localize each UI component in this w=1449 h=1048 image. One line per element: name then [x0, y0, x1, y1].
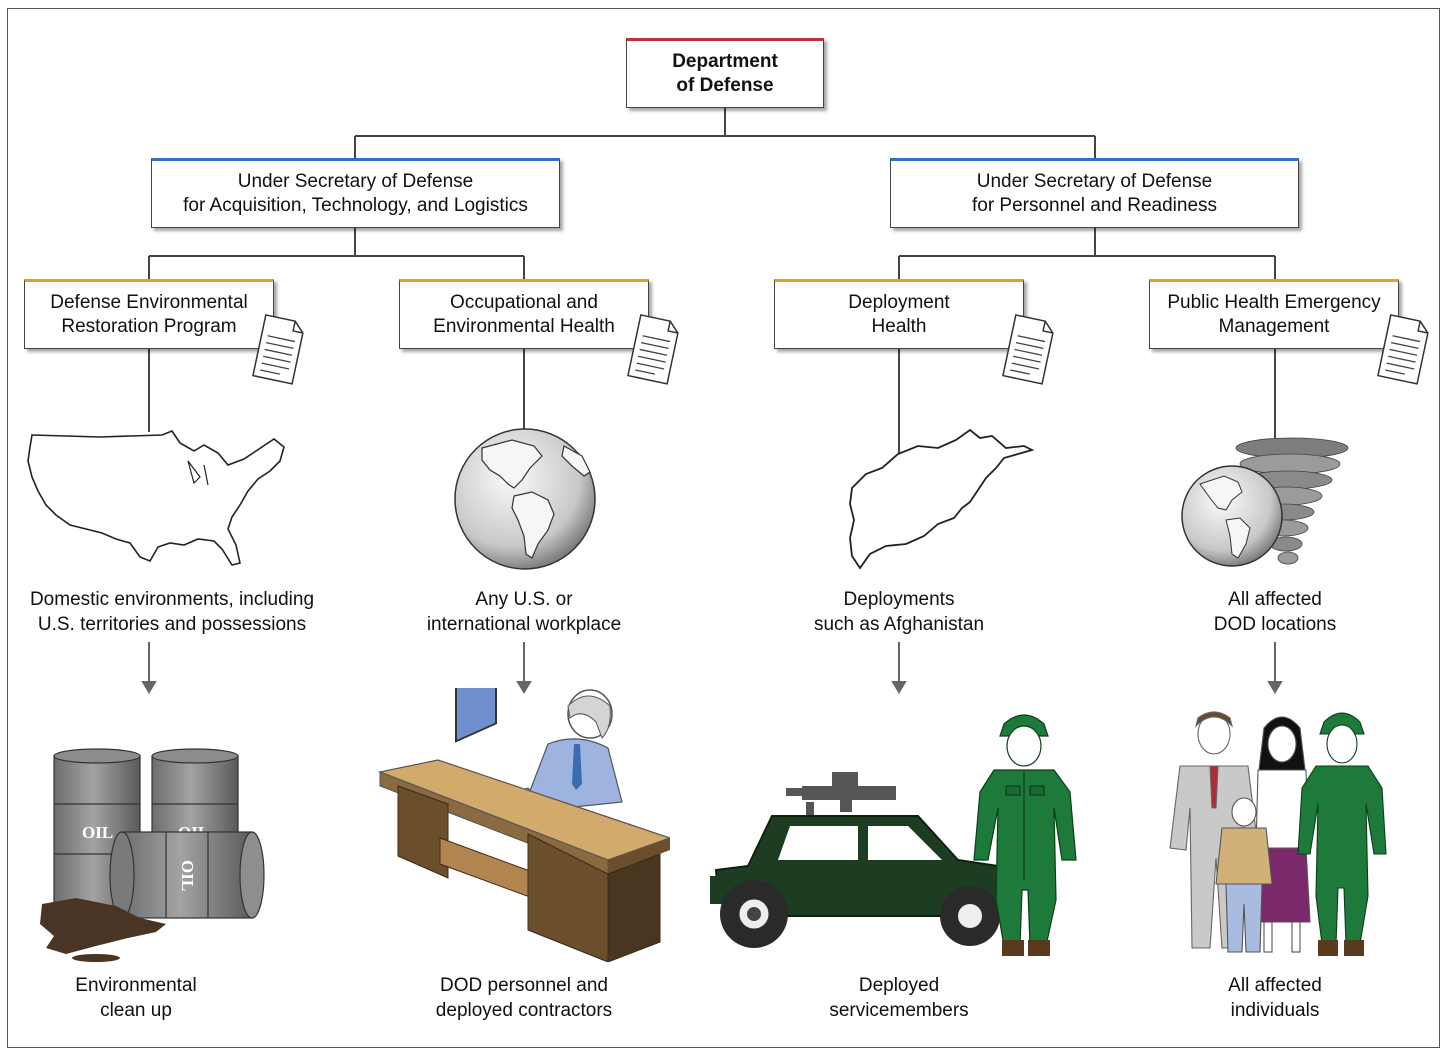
office-worker-icon: [378, 688, 670, 962]
scope-label-phem: All affected DOD locations: [1214, 587, 1337, 637]
population-line1: Deployed: [858, 975, 940, 996]
globe-icon: [454, 428, 596, 570]
program-box-deployment-health: Deployment Health: [774, 279, 1024, 349]
scope-line1: All affected: [1228, 589, 1322, 610]
program-line2: Restoration Program: [61, 316, 237, 337]
dod-line2: of Defense: [676, 75, 774, 96]
population-label-personnel: DOD personnel and deployed contractors: [436, 973, 612, 1023]
program-line1: Defense Environmental: [50, 292, 248, 313]
scope-label-oeh: Any U.S. or international workplace: [427, 587, 621, 637]
scope-line1: Any U.S. or: [475, 589, 573, 610]
barrel-oil-text: OIL: [178, 860, 197, 891]
population-line2: clean up: [100, 1000, 172, 1021]
population-line2: deployed contractors: [435, 1000, 613, 1021]
program-line2: Management: [1218, 316, 1330, 337]
soldier-icon: [973, 714, 1077, 956]
population-line1: DOD personnel and: [440, 975, 608, 996]
scope-line2: U.S. territories and possessions: [37, 614, 307, 635]
scope-line1: Deployments: [843, 589, 955, 610]
population-label-servicemembers: Deployed servicemembers: [829, 973, 968, 1023]
population-line2: servicemembers: [829, 1000, 969, 1021]
afghanistan-map-icon: [849, 428, 1035, 570]
usd-atl-line1: Under Secretary of Defense: [237, 171, 474, 192]
barrel-oil-text: OIL: [82, 823, 113, 842]
program-box-phem: Public Health Emergency Management: [1149, 279, 1399, 349]
population-line1: Environmental: [75, 975, 197, 996]
program-line1: Occupational and: [450, 292, 598, 313]
scope-label-deployment: Deployments such as Afghanistan: [814, 587, 984, 637]
program-box-derp: Defense Environmental Restoration Progra…: [24, 279, 274, 349]
scope-line2: such as Afghanistan: [813, 614, 985, 635]
population-line1: All affected: [1228, 975, 1322, 996]
military-vehicle-icon: [710, 772, 1002, 948]
scope-line1: Domestic environments, including: [29, 589, 315, 610]
program-line2: Environmental Health: [433, 316, 615, 337]
family-icon: [1169, 711, 1387, 956]
population-label-cleanup: Environmental clean up: [75, 973, 196, 1023]
us-map-icon: [27, 430, 285, 566]
tornado-globe-icon: [1181, 437, 1349, 567]
population-line2: individuals: [1230, 1000, 1320, 1021]
dod-line1: Department: [672, 51, 778, 72]
usd-pr-line2: for Personnel and Readiness: [971, 195, 1218, 216]
program-line1: Deployment: [848, 292, 950, 313]
population-label-individuals: All affected individuals: [1228, 973, 1322, 1023]
program-line2: Health: [871, 316, 927, 337]
scope-line2: international workplace: [426, 614, 622, 635]
oil-barrels-icon: OIL OIL OIL: [40, 748, 265, 962]
usd-pr-line1: Under Secretary of Defense: [976, 171, 1213, 192]
program-line1: Public Health Emergency: [1167, 292, 1381, 313]
program-box-oeh: Occupational and Environmental Health: [399, 279, 649, 349]
document-icon: [1377, 314, 1429, 385]
document-icon: [1002, 314, 1054, 385]
scope-label-derp: Domestic environments, including U.S. te…: [30, 587, 314, 637]
usd-atl-line2: for Acquisition, Technology, and Logisti…: [183, 195, 528, 216]
usd-pr-box: Under Secretary of Defense for Personnel…: [890, 158, 1299, 228]
document-icon: [627, 314, 679, 385]
document-icon: [252, 314, 304, 385]
usd-atl-box: Under Secretary of Defense for Acquisiti…: [151, 158, 560, 228]
dod-box: Department of Defense: [626, 38, 824, 108]
scope-line2: DOD locations: [1213, 614, 1337, 635]
